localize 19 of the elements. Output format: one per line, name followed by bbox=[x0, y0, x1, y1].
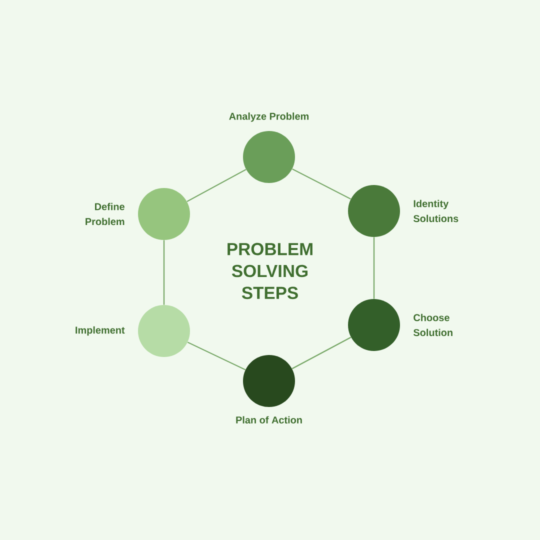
connector-line bbox=[187, 342, 246, 370]
step-circle bbox=[243, 131, 295, 183]
step-circle bbox=[138, 188, 190, 240]
step-label: Identity Solutions bbox=[414, 200, 458, 222]
step-label: Plan of Action bbox=[236, 416, 302, 424]
step-label: Implement bbox=[76, 326, 125, 336]
title: PROBLEM SOLVING STEPS bbox=[228, 242, 312, 300]
connector-line bbox=[186, 168, 246, 202]
step-circle bbox=[348, 299, 400, 351]
step-circle bbox=[138, 305, 190, 357]
step-label: Define Problem bbox=[86, 202, 124, 226]
connector-line bbox=[292, 336, 352, 370]
connector-line bbox=[163, 240, 165, 305]
step-circle bbox=[243, 355, 295, 407]
connector-line bbox=[292, 168, 351, 200]
step-circle bbox=[348, 185, 400, 237]
step-label: Choose Solution bbox=[414, 314, 452, 336]
connector-line bbox=[373, 237, 375, 299]
step-label: Analyze Problem bbox=[229, 112, 309, 122]
